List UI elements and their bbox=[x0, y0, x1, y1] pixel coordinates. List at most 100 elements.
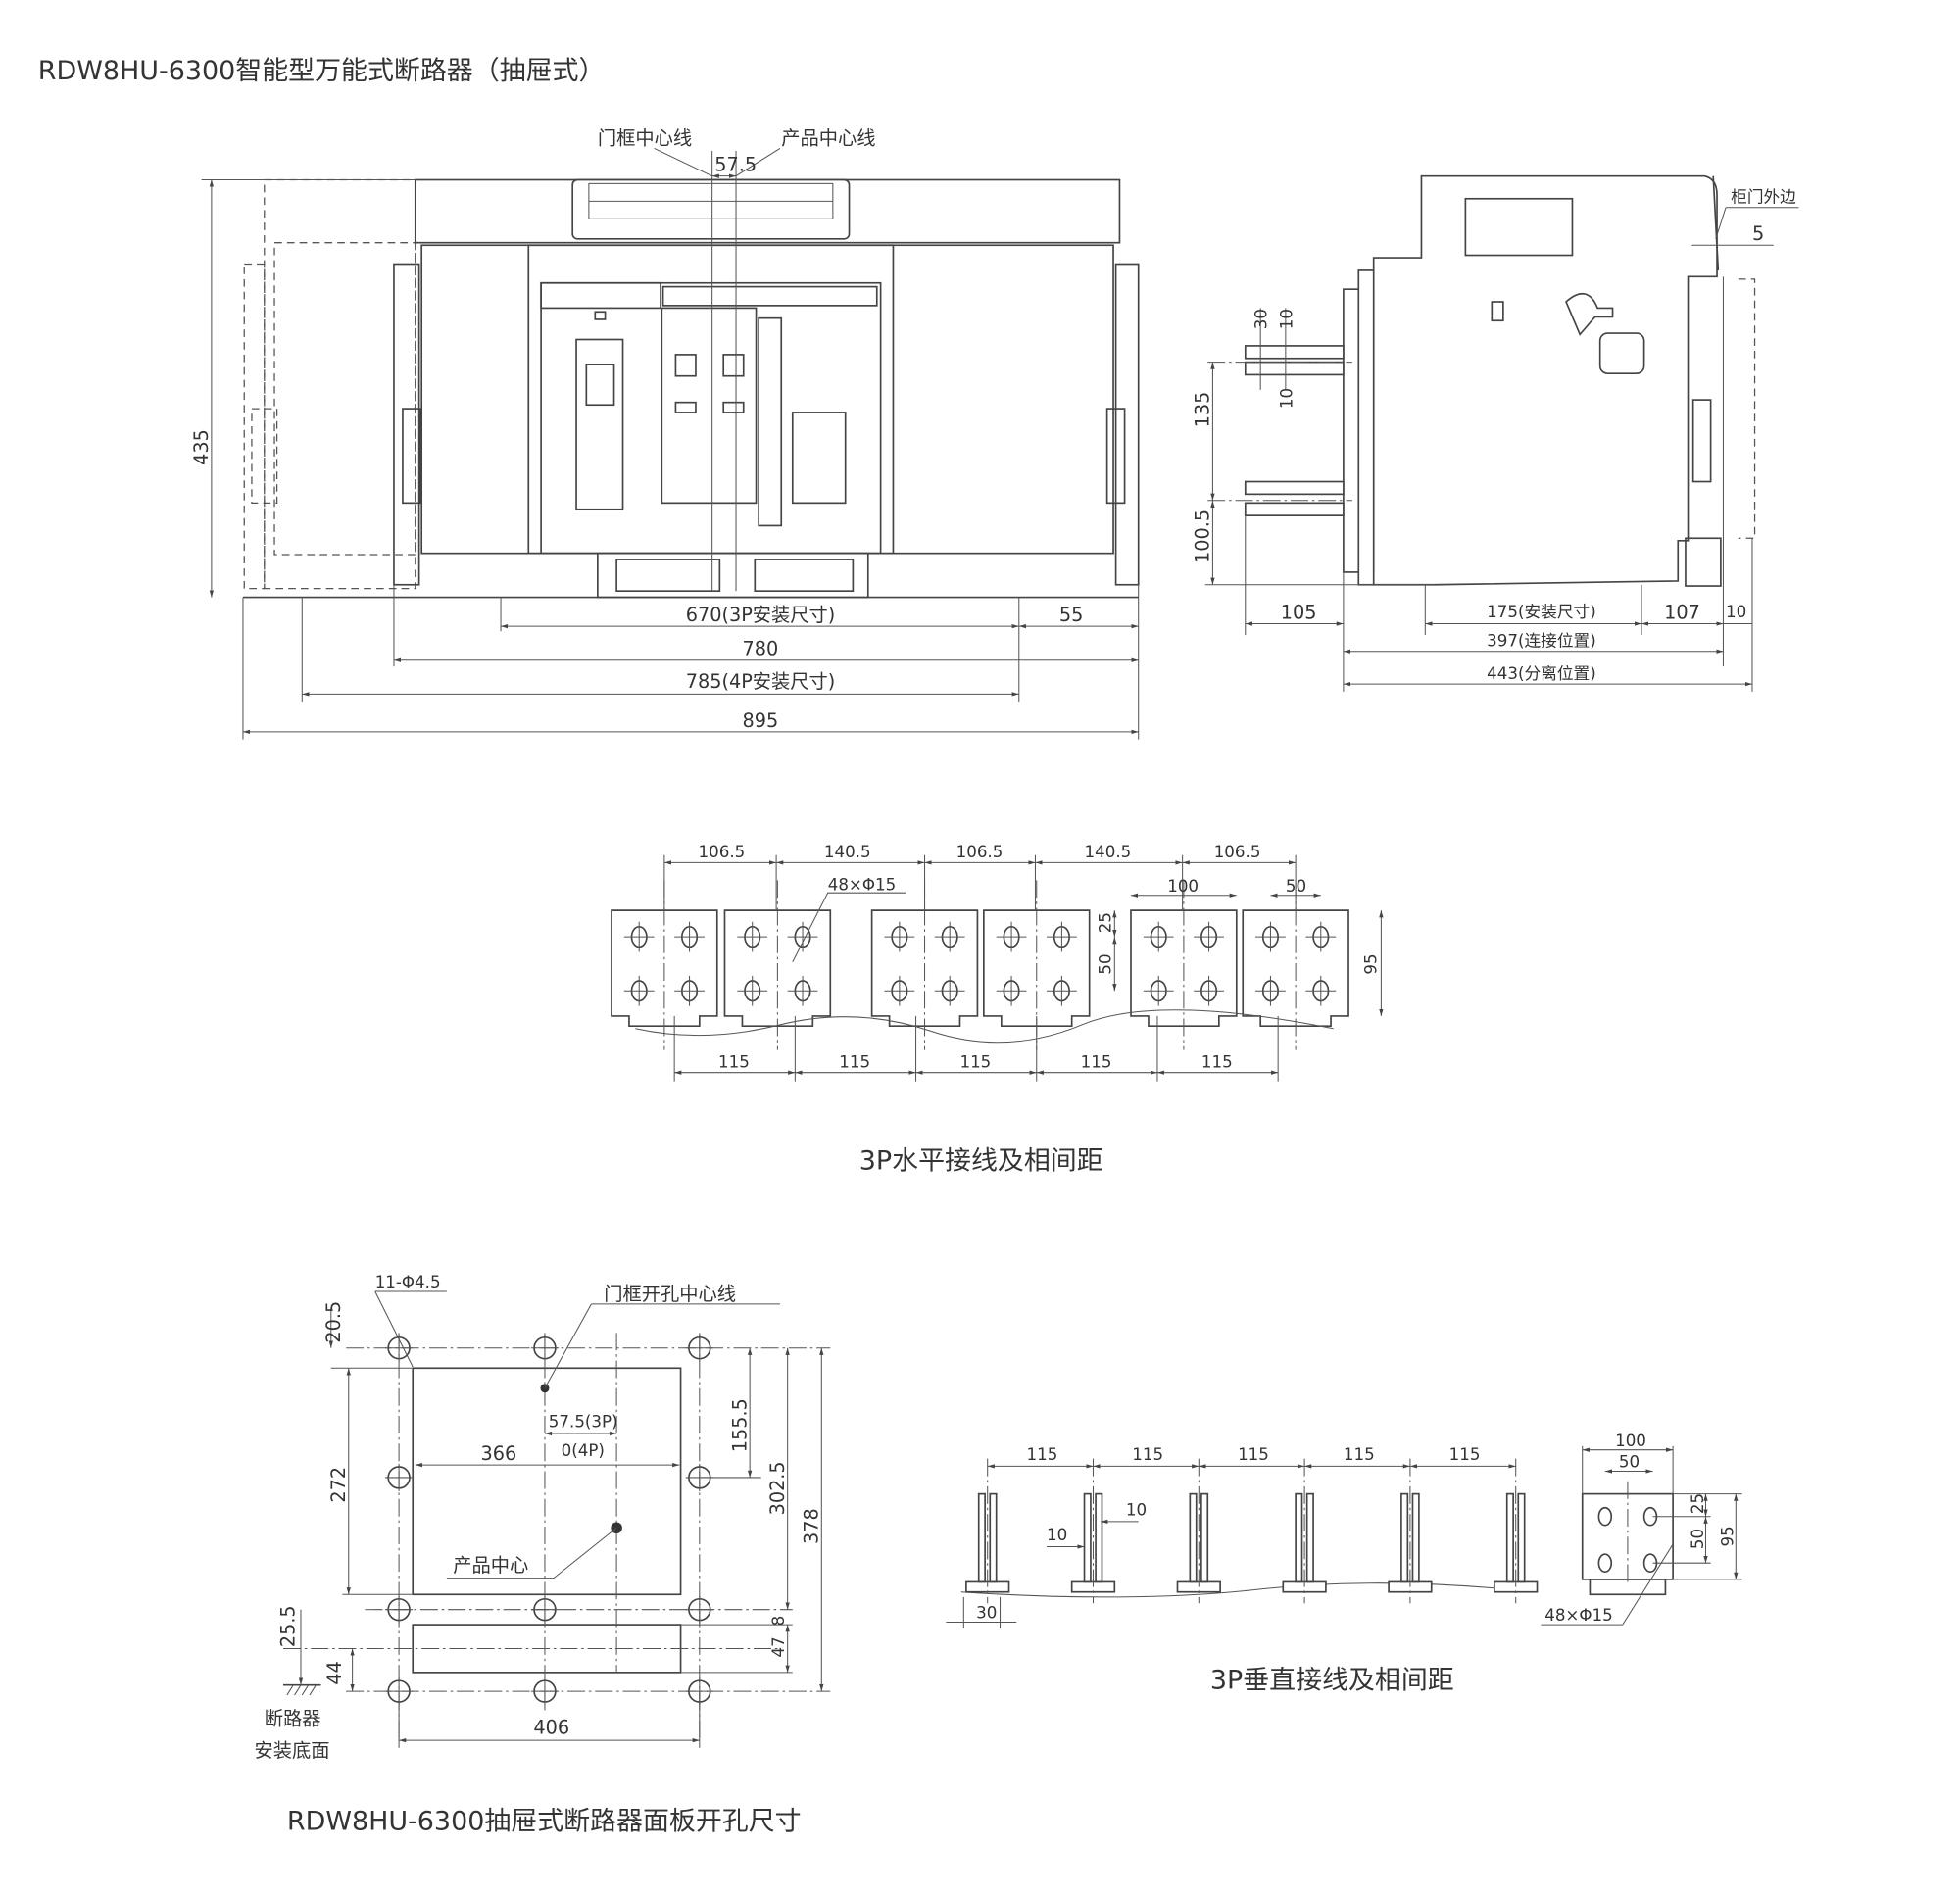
dim-670: 670(3P安装尺寸) bbox=[686, 604, 836, 626]
panel-hole-note: 11-Φ4.5 bbox=[375, 1273, 441, 1291]
panel-dim-272: 272 bbox=[327, 1467, 350, 1503]
panel-dim-366: 366 bbox=[481, 1442, 517, 1465]
mount-surface-label-1: 断路器 bbox=[265, 1708, 321, 1730]
hole-crosshair bbox=[884, 975, 915, 1006]
vertical-dim-50-h: 50 bbox=[1619, 1453, 1640, 1472]
vertical-dim-25: 25 bbox=[1689, 1493, 1707, 1514]
horizontal-dim-95: 95 bbox=[1361, 953, 1380, 974]
dim-55: 55 bbox=[1059, 604, 1084, 626]
hole-crosshair bbox=[685, 1676, 713, 1706]
hole-crosshair bbox=[1255, 975, 1286, 1006]
hole-crosshair bbox=[934, 975, 965, 1006]
hole-crosshair bbox=[1143, 975, 1174, 1006]
horizontal-dim-50-v: 50 bbox=[1096, 953, 1114, 974]
dim-443: 443(分离位置) bbox=[1487, 664, 1596, 683]
hole-crosshair bbox=[384, 1334, 414, 1362]
panel-caption: RDW8HU-6300抽屉式断路器面板开孔尺寸 bbox=[287, 1806, 802, 1836]
panel-dim-25-5: 25.5 bbox=[277, 1605, 300, 1647]
hole-crosshair bbox=[1194, 921, 1224, 952]
hole-crosshair bbox=[384, 1676, 414, 1706]
vertical-dim-115-4: 115 bbox=[1344, 1445, 1375, 1464]
panel-dim-4p: 0(4P) bbox=[562, 1441, 605, 1460]
break-line bbox=[635, 1009, 1334, 1044]
front-view: 门框中心线 产品中心线 57.5 435 670(3P安装尺寸) 55 780 … bbox=[190, 127, 1140, 740]
busbar-post bbox=[977, 1492, 986, 1583]
vertical-dim-115-3: 115 bbox=[1238, 1445, 1269, 1464]
busbar-post bbox=[1305, 1492, 1314, 1583]
dim-135: 135 bbox=[1192, 392, 1214, 428]
mount-surface-label-2: 安装底面 bbox=[255, 1739, 330, 1762]
vertical-dim-10-a: 10 bbox=[1126, 1500, 1147, 1519]
vertical-dim-115-1: 115 bbox=[1026, 1445, 1057, 1464]
dim-57-5: 57.5 bbox=[714, 154, 757, 176]
hole-crosshair bbox=[530, 1334, 560, 1362]
dim-785: 785(4P安装尺寸) bbox=[686, 670, 836, 693]
dim-397: 397(连接位置) bbox=[1487, 632, 1596, 651]
dim-5: 5 bbox=[1752, 222, 1764, 245]
hole-crosshair bbox=[674, 975, 705, 1006]
panel-dim-378: 378 bbox=[800, 1508, 822, 1544]
busbar-post bbox=[1400, 1492, 1409, 1583]
hole-crosshair bbox=[996, 921, 1027, 952]
leader-line bbox=[792, 892, 906, 962]
hole-crosshair bbox=[737, 975, 768, 1006]
dim-10-right: 10 bbox=[1726, 603, 1746, 621]
panel-cutout-diagram bbox=[283, 1290, 831, 1748]
horizontal-dim-106-5-b: 106.5 bbox=[956, 843, 1004, 861]
hole-crosshair bbox=[934, 921, 965, 952]
hole-crosshair bbox=[685, 1463, 713, 1492]
hole-crosshair bbox=[384, 1463, 414, 1492]
product-centerline-label: 产品中心线 bbox=[781, 127, 875, 150]
bolt-hole bbox=[1642, 1506, 1658, 1527]
hole-crosshair bbox=[1194, 975, 1224, 1006]
vertical-dim-50-v: 50 bbox=[1689, 1529, 1707, 1549]
side-view: 30 10 10 135 100.5 105 175(安装尺寸) 107 10 … bbox=[1192, 174, 1799, 692]
horizontal-dim-106-5-c: 106.5 bbox=[1214, 843, 1261, 861]
dim-780: 780 bbox=[742, 638, 778, 660]
hole-crosshair bbox=[1305, 921, 1337, 952]
hole-crosshair bbox=[996, 975, 1027, 1006]
dim-10-bottom: 10 bbox=[1277, 388, 1296, 409]
hole-crosshair bbox=[1143, 921, 1174, 952]
dim-435: 435 bbox=[190, 429, 213, 465]
product-center-label: 产品中心 bbox=[453, 1554, 528, 1577]
hole-crosshair bbox=[1047, 975, 1077, 1006]
dim-100-5: 100.5 bbox=[1192, 510, 1214, 563]
hole-crosshair bbox=[530, 1595, 560, 1624]
horizontal-wiring-diagram bbox=[611, 854, 1384, 1082]
horizontal-hole-note: 48×Φ15 bbox=[828, 876, 897, 895]
terminal-block bbox=[588, 182, 834, 219]
hole-crosshair bbox=[1305, 975, 1337, 1006]
horizontal-dim-50: 50 bbox=[1286, 877, 1306, 896]
dim-30: 30 bbox=[1252, 309, 1271, 329]
panel-dim-44: 44 bbox=[323, 1661, 346, 1685]
horizontal-dim-140-5-a: 140.5 bbox=[824, 843, 871, 861]
panel-dim-3p: 57.5(3P) bbox=[549, 1413, 618, 1432]
cabinet-door-edge-label: 柜门外边 bbox=[1731, 188, 1796, 207]
vertical-caption: 3P垂直接线及相间距 bbox=[1210, 1666, 1454, 1696]
panel-dim-155-5: 155.5 bbox=[728, 1398, 751, 1452]
door-frame-centerline-label: 门框中心线 bbox=[598, 127, 692, 150]
horizontal-dim-106-5-a: 106.5 bbox=[699, 843, 746, 861]
vertical-dim-115-2: 115 bbox=[1132, 1445, 1163, 1464]
panel-dim-47: 47 bbox=[769, 1636, 788, 1657]
busbar-post bbox=[989, 1492, 998, 1583]
dim-105: 105 bbox=[1281, 601, 1317, 623]
bolt-hole bbox=[1642, 1553, 1658, 1574]
vertical-hole-note: 48×Φ15 bbox=[1544, 1606, 1613, 1625]
hole-crosshair bbox=[787, 921, 818, 952]
horizontal-dim-115-3: 115 bbox=[959, 1053, 991, 1072]
horizontal-caption: 3P水平接线及相间距 bbox=[859, 1146, 1103, 1177]
vertical-wiring-diagram bbox=[946, 1445, 1742, 1628]
hole-crosshair bbox=[685, 1595, 713, 1624]
horizontal-dim-115-1: 115 bbox=[718, 1053, 750, 1072]
hole-crosshair bbox=[623, 921, 655, 952]
hole-crosshair bbox=[737, 921, 768, 952]
horizontal-dim-25: 25 bbox=[1096, 912, 1114, 933]
product-center-dot bbox=[611, 1522, 622, 1534]
vertical-dim-115-5: 115 bbox=[1449, 1445, 1481, 1464]
busbar-post bbox=[1095, 1492, 1103, 1583]
busbar-post bbox=[1517, 1492, 1526, 1583]
busbar-post bbox=[1200, 1492, 1209, 1583]
